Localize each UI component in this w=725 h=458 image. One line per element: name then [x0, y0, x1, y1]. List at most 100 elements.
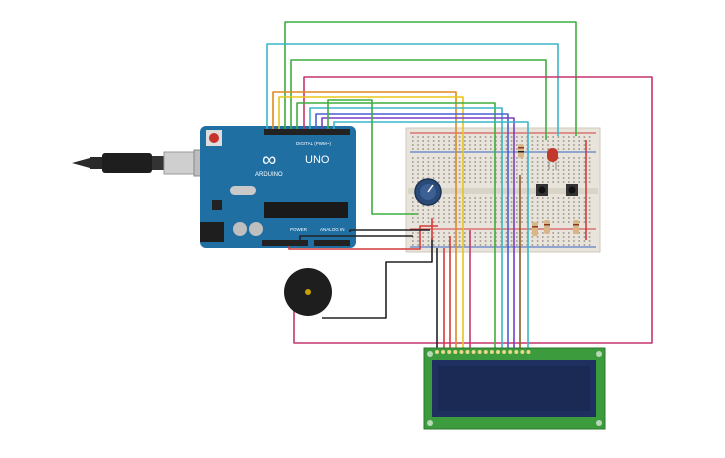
breadboard-hole	[510, 165, 513, 167]
resistor-3	[573, 220, 579, 234]
breadboard-hole	[552, 209, 554, 211]
breadboard-hole	[516, 173, 518, 175]
breadboard-hole	[438, 177, 440, 179]
breadboard-hole	[505, 209, 508, 211]
breadboard-hole	[464, 136, 466, 138]
breadboard-hole	[568, 201, 570, 203]
breadboard-hole	[479, 244, 482, 246]
breadboard-hole	[458, 244, 461, 246]
breadboard-hole	[495, 144, 497, 146]
breadboard-hole	[516, 213, 518, 215]
breadboard-hole	[552, 205, 554, 207]
breadboard-hole	[521, 181, 523, 183]
breadboard-hole	[448, 148, 450, 150]
breadboard-hole	[562, 221, 565, 223]
lcd-pin	[514, 350, 519, 354]
dc-power-jack	[200, 222, 224, 242]
breadboard-hole	[573, 201, 575, 203]
breadboard-hole	[531, 157, 534, 159]
wire-teal-2[interactable]	[333, 121, 529, 350]
wire-green-2[interactable]	[290, 59, 547, 140]
breadboard-hole	[438, 144, 440, 146]
breadboard-hole	[469, 205, 471, 207]
wire-magenta-loop[interactable]	[293, 76, 653, 344]
breadboard-hole	[552, 136, 554, 138]
wire-black-gnd-2[interactable]	[349, 229, 430, 232]
piezo-buzzer[interactable]	[284, 268, 332, 316]
wire-teal-top[interactable]	[266, 43, 559, 136]
breadboard-hole	[453, 144, 456, 146]
breadboard-hole	[464, 173, 466, 175]
breadboard-hole	[521, 217, 523, 219]
push-buttons[interactable]	[536, 184, 578, 196]
breadboard-hole	[438, 217, 440, 219]
breadboard-hole	[490, 213, 492, 215]
wires	[266, 21, 653, 350]
breadboard-hole	[417, 201, 419, 203]
breadboard-hole	[531, 173, 534, 175]
breadboard-hole	[521, 136, 523, 138]
breadboard-hole	[510, 244, 513, 246]
breadboard-hole	[568, 232, 570, 234]
wire-purple-lcd[interactable]	[321, 117, 515, 350]
breadboard-hole	[448, 221, 450, 223]
breadboard-hole	[562, 173, 565, 175]
breadboard-hole	[562, 244, 565, 246]
breadboard-hole	[542, 169, 544, 171]
wire-black-buzzer[interactable]	[322, 238, 433, 319]
breadboard-hole	[458, 157, 461, 159]
breadboard-hole	[484, 240, 487, 242]
usb-cable[interactable]	[72, 149, 217, 177]
wire-green-lcd[interactable]	[296, 102, 496, 350]
breadboard-hole	[505, 197, 508, 199]
breadboard-hole	[458, 181, 461, 183]
breadboard-hole	[578, 177, 580, 179]
wire-blue-lcd[interactable]	[315, 113, 509, 350]
breadboard-hole	[448, 177, 450, 179]
potentiometer[interactable]	[414, 178, 442, 206]
breadboard-hole	[552, 217, 554, 219]
breadboard-hole	[562, 144, 565, 146]
wire-green-top[interactable]	[284, 21, 577, 136]
breadboard-hole	[469, 148, 471, 150]
breadboard-hole	[505, 236, 508, 238]
arduino-board[interactable]: ∞ ARDUINO UNO DIGITAL (PWM~) POWER ANALO…	[200, 126, 356, 248]
breadboard-hole	[474, 221, 476, 223]
breadboard-hole	[495, 181, 497, 183]
wire-yellow[interactable]	[278, 96, 464, 350]
reset-button[interactable]	[209, 133, 219, 143]
breadboard-hole	[573, 217, 575, 219]
breadboard-hole	[490, 244, 492, 246]
wire-teal-lcd[interactable]	[309, 107, 503, 350]
breadboard-hole	[412, 169, 414, 171]
lcd-module[interactable]	[423, 347, 606, 430]
breadboard-hole	[417, 217, 419, 219]
breadboard-hole	[552, 165, 554, 167]
breadboard-hole	[490, 165, 492, 167]
breadboard-hole	[547, 209, 549, 211]
breadboard-hole	[490, 177, 492, 179]
wire-green-pot[interactable]	[327, 99, 418, 215]
breadboard-hole	[583, 136, 586, 138]
breadboard-hole	[412, 240, 414, 242]
breadboard-hole	[557, 165, 560, 167]
breadboard-hole	[588, 136, 591, 138]
breadboard-hole	[469, 181, 471, 183]
breadboard-hole	[505, 136, 508, 138]
breadboard-hole	[521, 173, 523, 175]
wire-black-gnd[interactable]	[299, 235, 413, 246]
wire-orange[interactable]	[272, 91, 457, 350]
breadboard-hole	[547, 144, 549, 146]
breadboard-hole	[562, 197, 565, 199]
wire-red-5v[interactable]	[288, 225, 438, 250]
breadboard-hole	[464, 205, 466, 207]
breadboard-hole	[557, 244, 560, 246]
breadboard-hole	[557, 205, 560, 207]
breadboard-hole	[458, 169, 461, 171]
breadboard-hole	[464, 169, 466, 171]
breadboard-hole	[536, 201, 539, 203]
breadboard-hole	[412, 181, 414, 183]
breadboard-hole	[547, 169, 549, 171]
breadboard-hole	[479, 217, 482, 219]
breadboard-hole	[557, 144, 560, 146]
